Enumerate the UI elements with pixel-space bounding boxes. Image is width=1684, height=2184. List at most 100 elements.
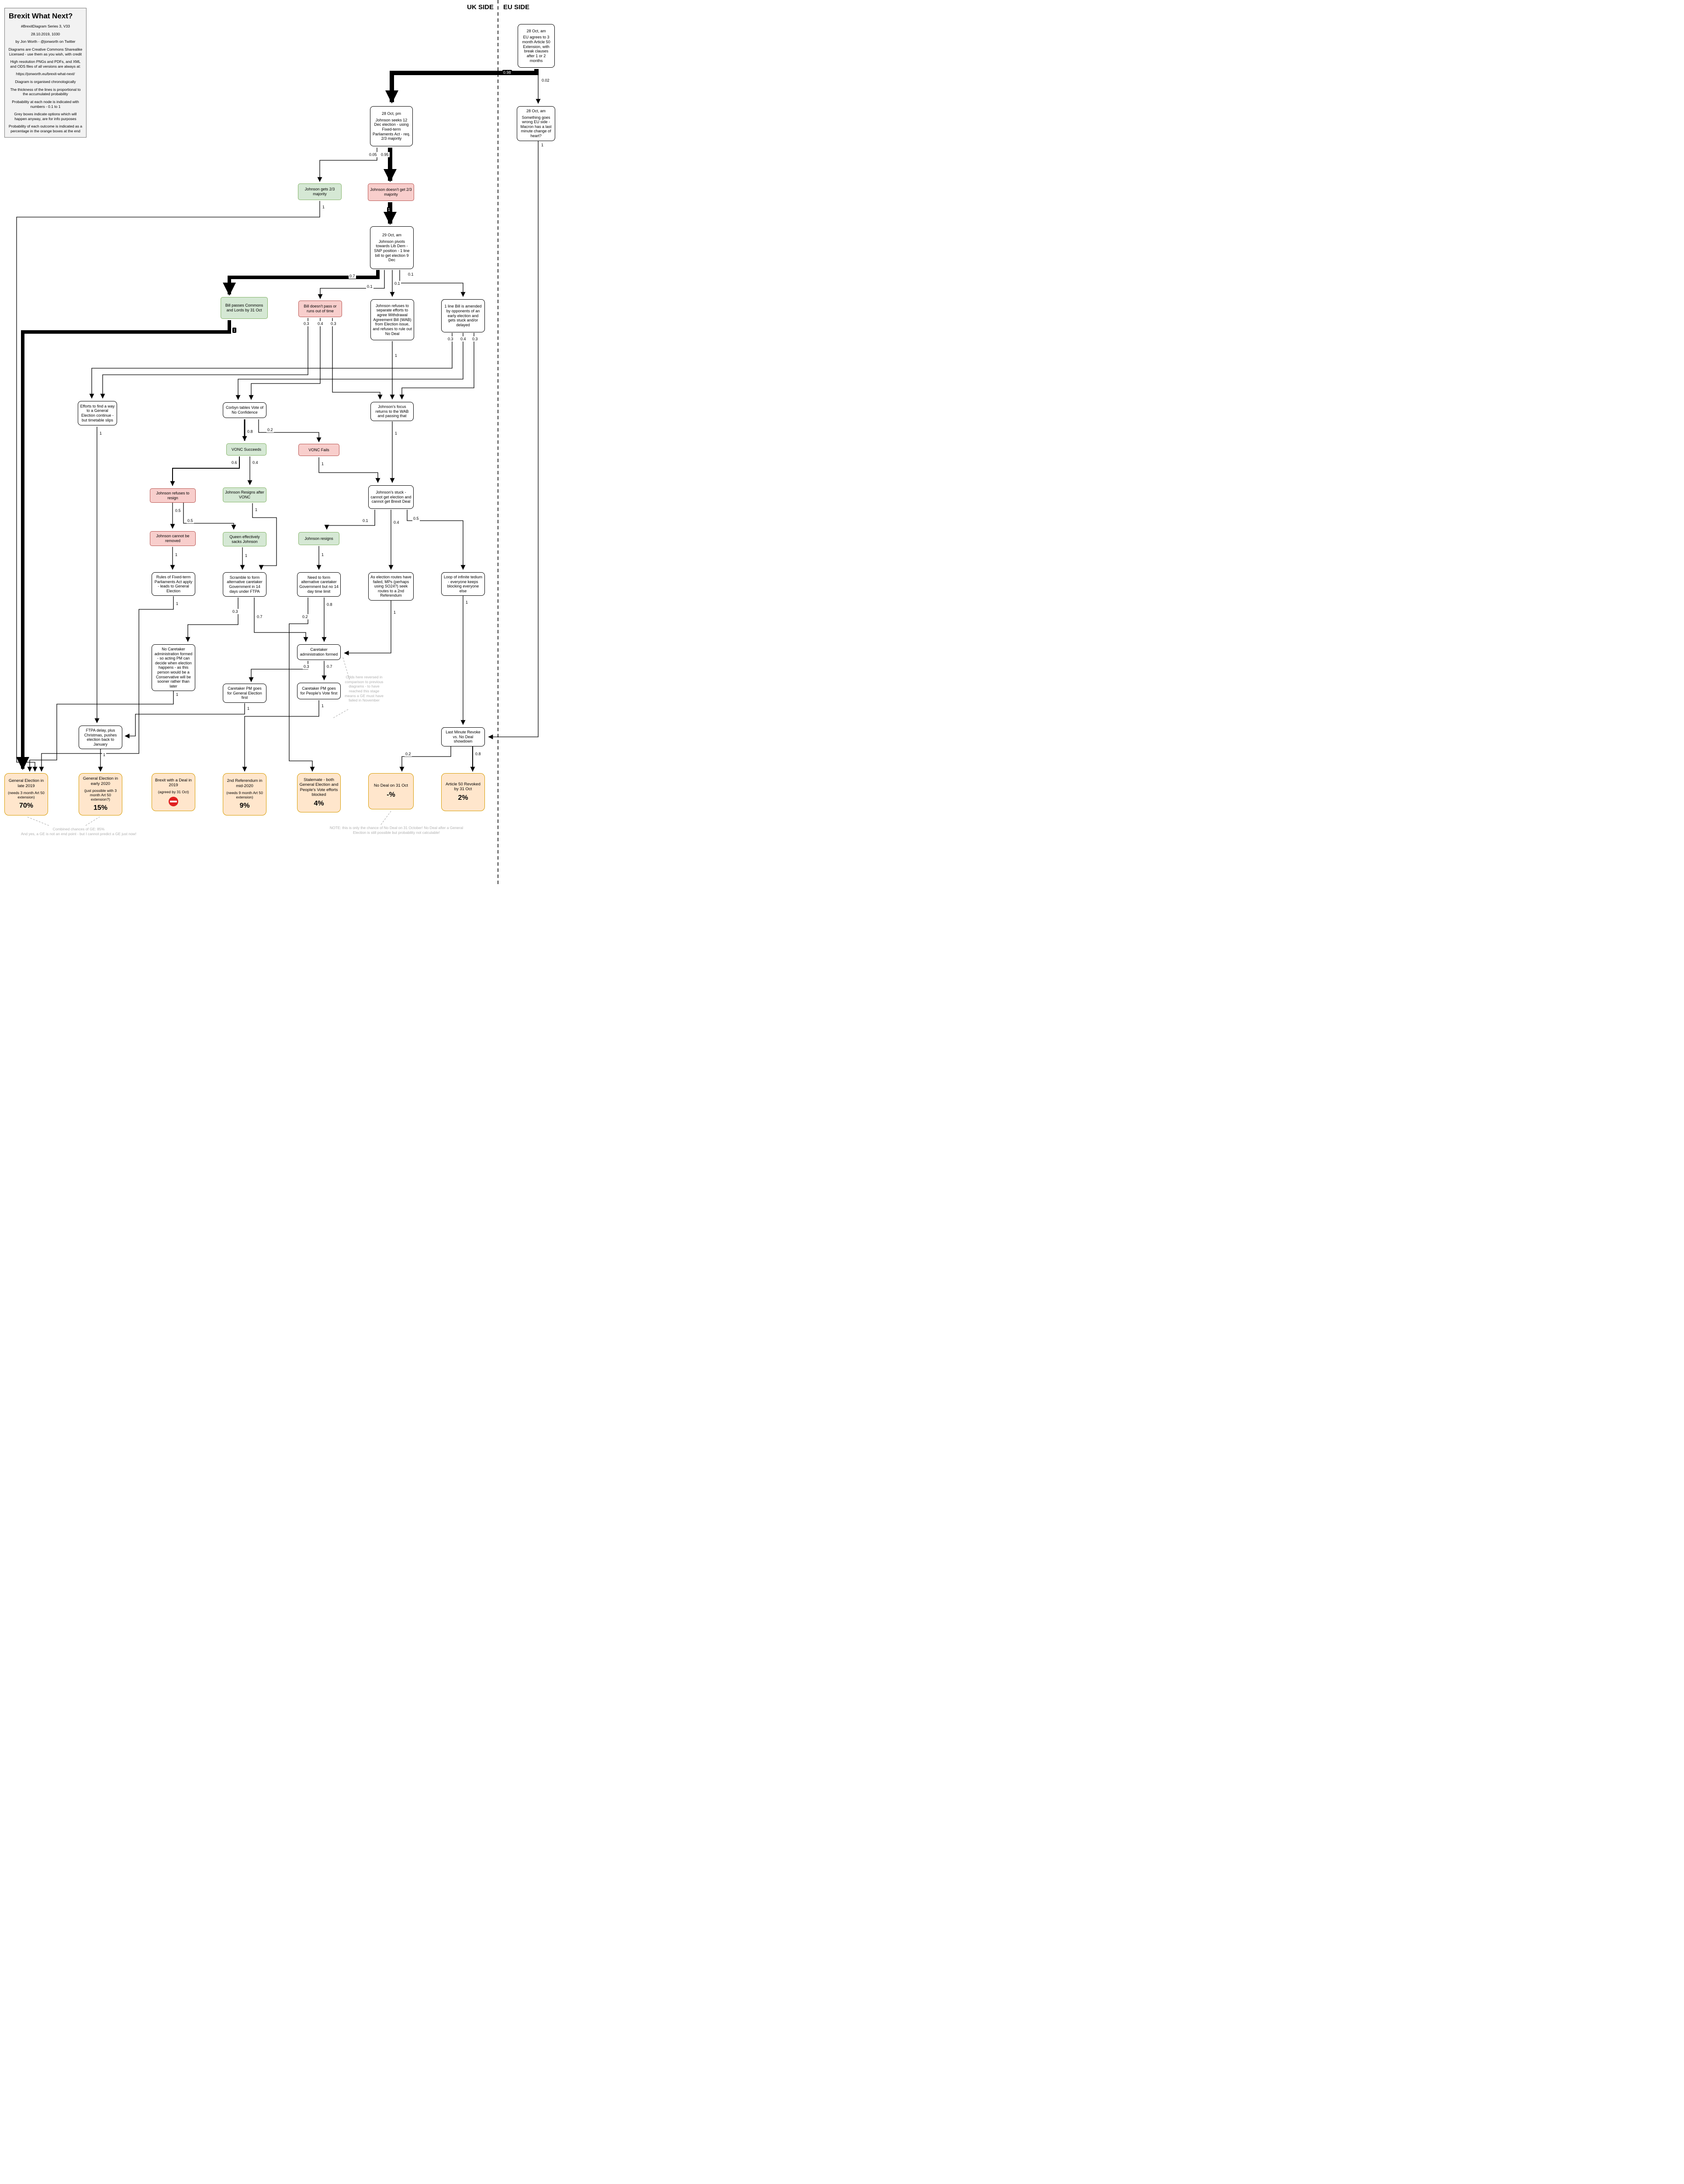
node-text: FTPA delay, plus Christmas, pushes elect… xyxy=(84,728,117,746)
edge-probability-label: 1 xyxy=(394,431,398,436)
edge-probability-label: 1 xyxy=(175,692,180,697)
node-johnsons-stuck: Johnson's stuck - cannot get election an… xyxy=(368,485,414,509)
node-johnson-resigns-after-vonc: Johnson Resigns after VONC xyxy=(223,487,266,502)
outcome-brexit-deal-2019: Brexit with a Deal in 2019 (agreed by 31… xyxy=(152,773,195,811)
edge-probability-label: 0.05 xyxy=(368,152,378,157)
node-johnson-pivots: 29 Oct, am Johnson pivots towards Lib De… xyxy=(370,226,414,269)
legend-line: #BrexitDiagram Series 3, V33 xyxy=(21,24,70,28)
edge-probability-label: 0.98 xyxy=(502,70,512,75)
legend-line: by Jon Worth - @jonworth on Twitter xyxy=(15,39,76,44)
outcome-probability: 2% xyxy=(458,794,468,802)
legend-line: Diagrams are Creative Commons Sharealike… xyxy=(8,47,83,56)
node-loop-of-tedium: Loop of infinite tedium - everyone keeps… xyxy=(441,572,485,596)
node-johnson-cannot-be-removed: Johnson cannot be removed xyxy=(150,531,196,546)
node-johnson-resigns: Johnson resigns xyxy=(298,532,339,545)
node-text: VONC Succeeds xyxy=(231,447,262,452)
node-date: 28 Oct, am xyxy=(526,28,546,33)
node-text: Johnson cannot be removed xyxy=(156,534,190,543)
no-entry-icon xyxy=(169,797,178,807)
edge-line xyxy=(89,333,453,399)
node-date: 28 Oct, am xyxy=(526,109,546,113)
edge-probability-label: 0.1 xyxy=(394,281,401,286)
edge-line xyxy=(242,700,319,772)
node-seek-2nd-referendum: As election routes have failed, MPs (per… xyxy=(368,572,414,601)
node-text: Johnson doesn't get 2/3 majority xyxy=(370,187,412,197)
node-eu-goes-wrong: 28 Oct, am Something goes wrong EU side … xyxy=(517,106,555,141)
edge-probability-label: 1 xyxy=(99,431,103,436)
edge-line xyxy=(170,456,240,486)
edge-line xyxy=(254,598,308,642)
outcome-sub: (needs 9 month Art 50 extension) xyxy=(226,790,263,799)
edge-probability-label: 0.4 xyxy=(252,460,259,465)
edge-probability-label: 1 xyxy=(321,552,325,557)
node-efforts-continue: Efforts to find a way to a General Elect… xyxy=(78,401,117,425)
legend-line: Probability of each outcome is indicated… xyxy=(8,124,83,133)
edge-line xyxy=(183,502,236,530)
outcome-probability: 4% xyxy=(314,799,324,807)
node-text: Johnson resigns xyxy=(304,536,333,541)
node-text: Bill passes Commons and Lords by 31 Oct xyxy=(225,303,263,312)
node-queen-sacks-johnson: Queen effectively sacks Johnson xyxy=(223,532,266,547)
node-text: Johnson seeks 12 Dec election - using Fi… xyxy=(372,117,411,141)
edge-probability-label: 0.3 xyxy=(232,609,239,614)
node-text: Last Minute Revoke vs. No Deal showdown xyxy=(446,730,481,744)
edge-line xyxy=(16,201,320,772)
outcome-title: General Election in late 2019 xyxy=(8,778,44,788)
note-line: Combined chances of GE: 85% xyxy=(52,827,105,831)
legend-line: Probability at each node is indicated wi… xyxy=(12,99,79,109)
edge-probability-label: 0.3 xyxy=(471,336,479,342)
node-text: Caretaker PM goes for People's Vote firs… xyxy=(300,686,338,695)
node-eu-agrees-extension: 28 Oct, am EU agrees to 3 month Article … xyxy=(518,24,555,68)
edge-probability-label: 0.3 xyxy=(447,336,454,342)
edge-probability-label: 1 xyxy=(254,507,259,512)
node-date: 28 Oct, pm xyxy=(381,111,401,116)
edge-probability-label: 0.2 xyxy=(266,427,274,432)
edge-line xyxy=(16,320,231,770)
outcome-2nd-referendum: 2nd Referendum in mid-2020 (needs 9 mont… xyxy=(223,773,266,816)
node-johnson-no-majority: Johnson doesn't get 2/3 majority xyxy=(368,183,414,201)
node-text: Queen effectively sacks Johnson xyxy=(229,535,260,544)
edge-probability-label: 0.02 xyxy=(541,78,550,83)
node-bill-passes: Bill passes Commons and Lords by 31 Oct xyxy=(221,297,268,319)
edge-probability-label: 0.6 xyxy=(231,460,238,465)
edge-line xyxy=(399,746,451,772)
edge-line xyxy=(258,419,322,442)
edge-probability-label: 0.3 xyxy=(330,321,337,326)
edge-probability-label: 1 xyxy=(540,142,545,148)
edge-line xyxy=(249,318,321,400)
diagram-canvas: UK SIDE EU SIDE Brexit What Next? #Brexi… xyxy=(0,0,561,886)
node-caretaker-formed: Caretaker administration formed xyxy=(297,644,341,660)
edge-line xyxy=(344,600,391,656)
node-date: 29 Oct, am xyxy=(382,233,401,238)
edge-probability-label: 1 xyxy=(465,600,469,605)
edge-probability-label: 0.7 xyxy=(256,614,263,619)
note-line: And yes, a GE is not an end point - but … xyxy=(21,831,137,836)
note-connector xyxy=(380,811,391,825)
node-text: Loop of infinite tedium - everyone keeps… xyxy=(443,575,483,593)
node-johnson-seeks-election: 28 Oct, pm Johnson seeks 12 Dec election… xyxy=(370,106,413,146)
edge-probability-label: 1 xyxy=(244,553,249,558)
node-johnson-refuses-resign: Johnson refuses to resign xyxy=(150,488,196,503)
edge-probability-label: 1 xyxy=(322,204,326,210)
node-text: Need to form alternative caretaker Gover… xyxy=(299,575,339,594)
edge-line xyxy=(124,703,245,739)
edge-probability-label: 0.95 xyxy=(380,152,390,157)
node-text: Johnson's focus returns to the WAB and p… xyxy=(375,404,409,418)
edge-probability-label: 0.1 xyxy=(366,284,373,289)
outcome-title: Stalemate - both General Election and Pe… xyxy=(299,778,339,797)
edge-line xyxy=(223,270,380,296)
edge-line xyxy=(249,661,308,682)
edge-line xyxy=(399,333,474,400)
node-last-minute-showdown: Last Minute Revoke vs. No Deal showdown xyxy=(441,727,485,746)
node-text: As election routes have failed, MPs (per… xyxy=(370,575,411,598)
outcome-probability: 9% xyxy=(239,802,250,809)
edge-probability-label: 0.1 xyxy=(407,272,415,277)
eu-side-label: EU SIDE xyxy=(503,3,530,11)
node-text: 1 line Bill is amended by opponents of a… xyxy=(444,304,482,327)
node-johnson-gets-majority: Johnson gets 2/3 majority xyxy=(298,183,342,200)
node-ftpa-delay-january: FTPA delay, plus Christmas, pushes elect… xyxy=(79,726,122,750)
legend-line: The thickness of the lines is proportion… xyxy=(10,87,81,97)
legend-line: 28.10.2019, 1030 xyxy=(31,31,60,36)
node-wab-focus: Johnson's focus returns to the WAB and p… xyxy=(370,402,414,421)
edge-probability-label: 0.2 xyxy=(301,614,309,619)
